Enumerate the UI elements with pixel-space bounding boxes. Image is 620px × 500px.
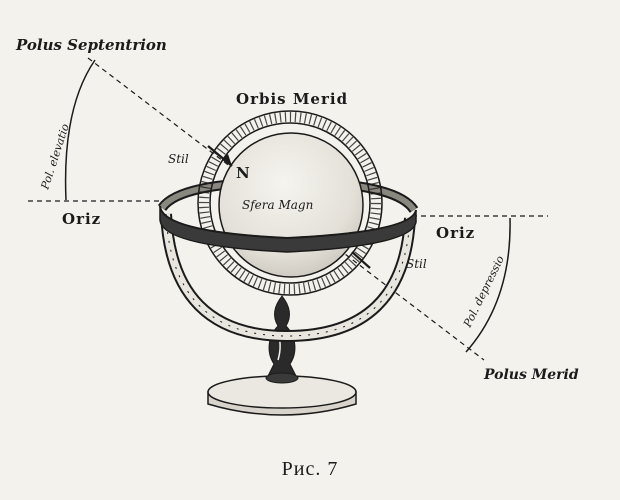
figure-caption: Рис. 7 — [281, 458, 339, 480]
elevation-arc — [64, 59, 96, 201]
label-stil-lower: Stil — [406, 257, 427, 271]
label-polus-septentrion: Polus Septentrion — [15, 36, 167, 54]
label-stil-upper: Stil — [168, 152, 189, 166]
polar-axis-line — [87, 57, 485, 361]
stylus-arrow — [222, 154, 232, 166]
meridian-ring — [197, 110, 383, 296]
label-orbis-merid: Orbis Merid — [236, 90, 348, 108]
label-sfera-magn: Sfera Magn — [242, 198, 313, 212]
stylus-lower — [351, 251, 371, 269]
label-north: N — [236, 164, 250, 182]
label-oriz-left: Oriz — [62, 210, 101, 228]
horizon-ring — [159, 205, 417, 253]
label-oriz-right: Oriz — [436, 224, 475, 242]
depression-arc — [465, 217, 511, 353]
label-polus-merid: Polus Merid — [483, 367, 579, 383]
stand-base — [207, 375, 357, 416]
